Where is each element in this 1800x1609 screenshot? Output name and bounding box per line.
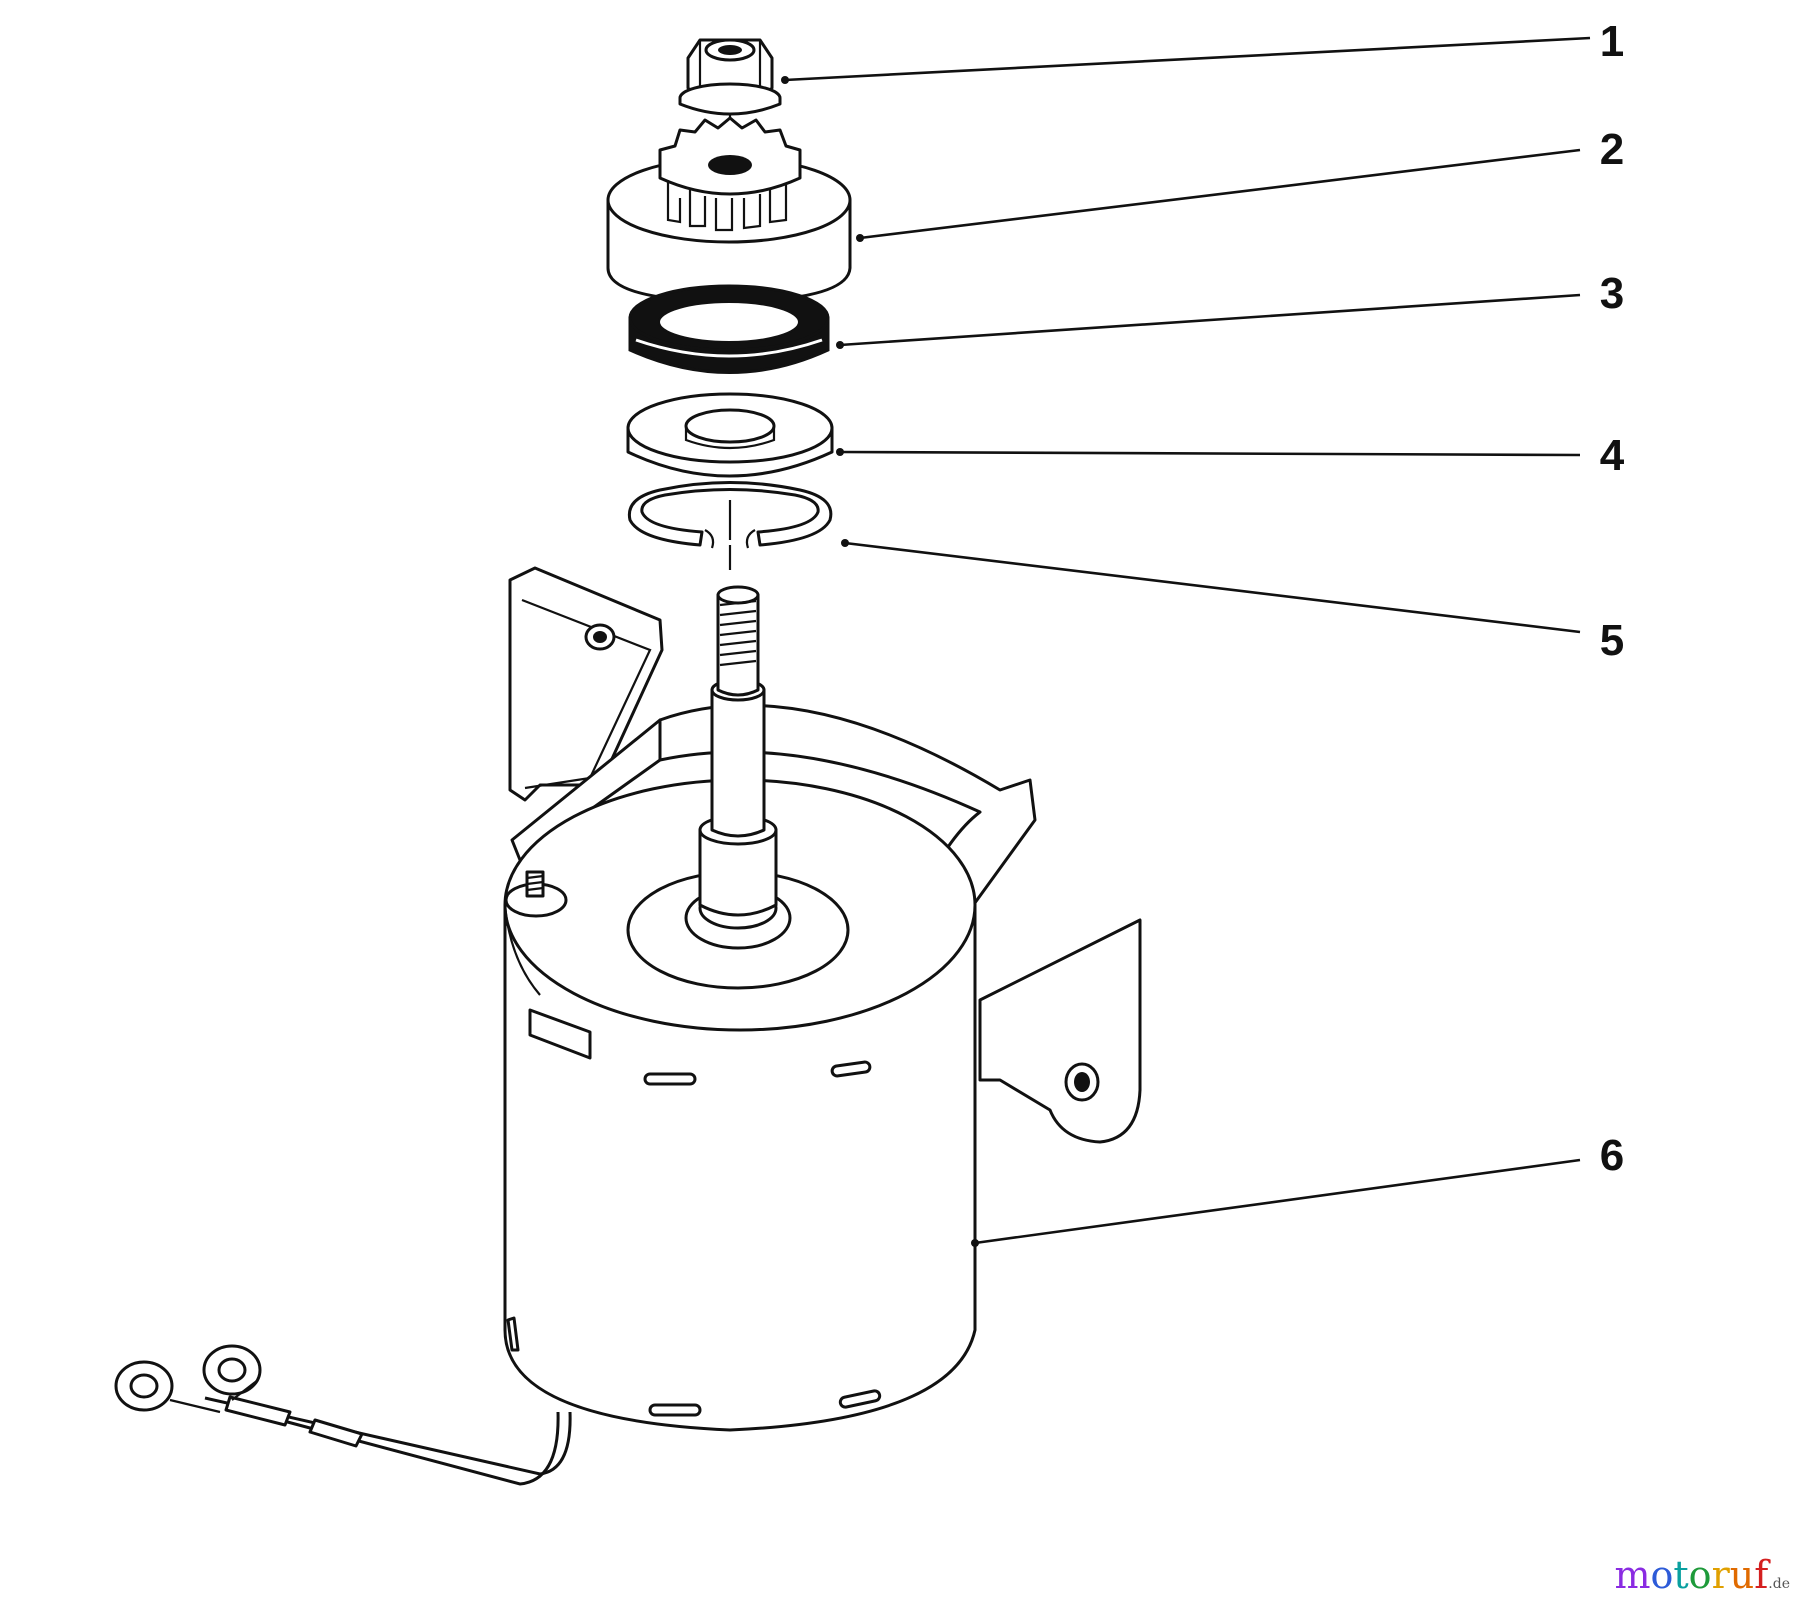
gear-teeth	[658, 116, 802, 232]
watermark-letter: f	[1754, 1553, 1769, 1597]
watermark-logo: motoruf.de	[1614, 1553, 1790, 1597]
vent-slots	[506, 1060, 882, 1417]
motor-shaft	[698, 585, 778, 917]
callout-6: 6	[1600, 1131, 1624, 1180]
wire-leads	[114, 1344, 572, 1486]
watermark-letter: o	[1688, 1553, 1712, 1597]
watermark-letter: u	[1729, 1553, 1755, 1597]
callout-5: 5	[1600, 616, 1624, 665]
part-pinion-gear	[606, 116, 852, 304]
watermark-letter: t	[1673, 1553, 1689, 1597]
part-spring-ring	[628, 284, 830, 374]
watermark-letter: o	[1650, 1553, 1674, 1597]
callout-1: 1	[1600, 17, 1624, 66]
right-mounting-bracket	[978, 918, 1142, 1144]
leader-lines	[781, 36, 1591, 1247]
callout-4: 4	[1600, 431, 1625, 480]
left-mounting-bracket	[508, 566, 664, 802]
callout-labels: 1 2 3 4 5 6	[1600, 17, 1625, 1180]
watermark-letter: m	[1614, 1553, 1651, 1597]
callout-2: 2	[1600, 125, 1624, 174]
part-washer	[626, 392, 834, 478]
part-starter-motor	[503, 566, 1142, 1432]
part-hex-nut	[678, 38, 782, 116]
watermark-letter: r	[1711, 1553, 1730, 1597]
part-snap-ring	[627, 481, 833, 549]
callout-3: 3	[1600, 269, 1624, 318]
watermark-suffix: .de	[1768, 1576, 1790, 1592]
terminal-post	[504, 870, 568, 918]
